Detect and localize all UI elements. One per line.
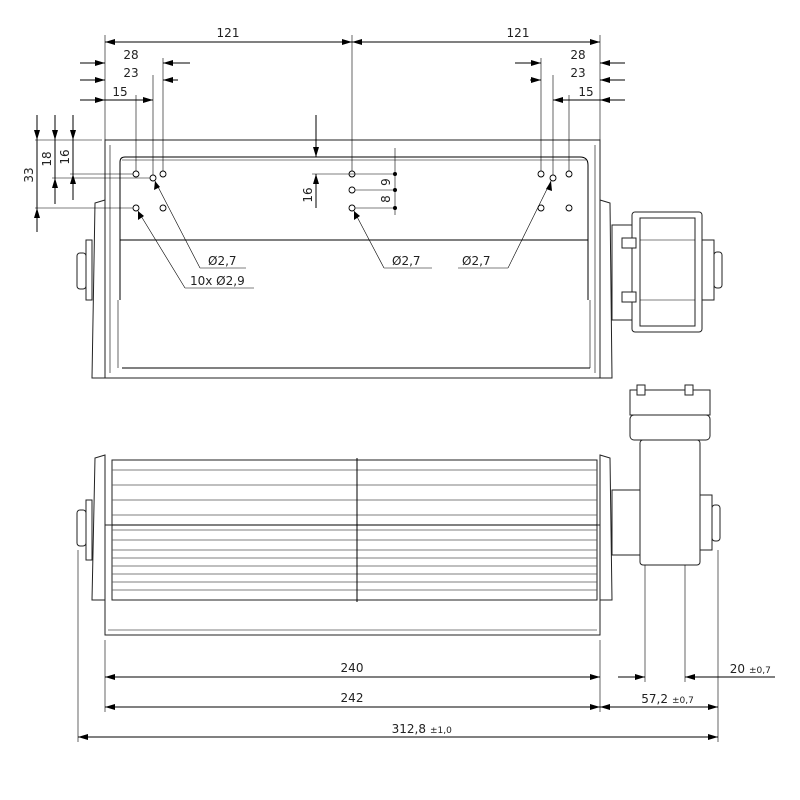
dim-20-tolerance: ±0,7 (749, 666, 771, 676)
front-view: 240 242 312,8 ±1,0 57,2 ±0,7 20 ±0,7 (76, 384, 775, 742)
dim-23-right: 23 (570, 66, 585, 80)
dim-28-right: 28 (570, 48, 585, 62)
callout-hole-mid: Ø2,7 (392, 254, 421, 268)
impeller (111, 458, 598, 602)
dim-16: 16 (58, 149, 72, 164)
drum-outline (119, 156, 589, 300)
dim-8-mid: 8 (379, 195, 393, 203)
dim-16-mid: 16 (301, 187, 315, 202)
top-view: 121 121 28 23 15 28 23 15 33 18 16 16 9 … (22, 26, 723, 379)
dim-33: 33 (22, 167, 36, 182)
dim-57-2: 57,2 (641, 692, 668, 706)
dim-57-2-tolerance: ±0,7 (672, 696, 694, 706)
callout-hole-left: Ø2,7 (208, 254, 237, 268)
dim-20: 20 (730, 662, 745, 676)
housing-outline (104, 139, 601, 379)
motor-top (611, 211, 723, 333)
dim-312-8: 312,8 (392, 722, 426, 736)
dim-15-right: 15 (578, 85, 593, 99)
left-bearing-flange (91, 199, 106, 379)
dim-9-mid: 9 (379, 178, 393, 186)
dim-23-left: 23 (123, 66, 138, 80)
motor-front (611, 384, 721, 566)
callout-hole-right: Ø2,7 (462, 254, 491, 268)
left-hub (76, 252, 87, 290)
dim-121-right: 121 (507, 26, 530, 40)
dim-15-left: 15 (112, 85, 127, 99)
dim-240: 240 (341, 661, 364, 675)
dim-242: 242 (341, 691, 364, 705)
dim-28-left: 28 (123, 48, 138, 62)
callout-hole-count: 10x Ø2,9 (190, 274, 245, 288)
dim-18: 18 (40, 151, 54, 166)
dim-312-8-tolerance: ±1,0 (430, 726, 452, 736)
dim-121-left: 121 (217, 26, 240, 40)
